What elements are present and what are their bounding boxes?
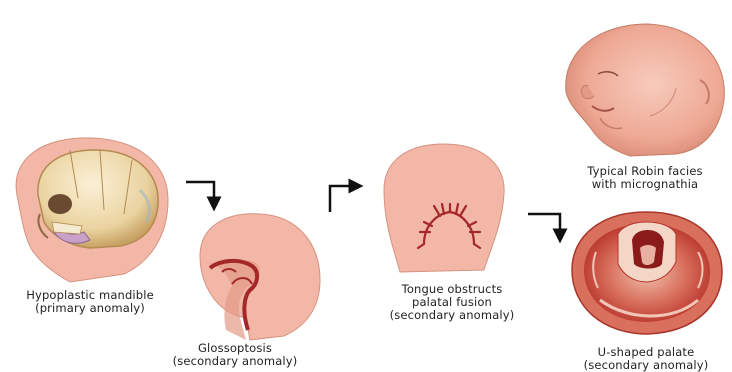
curved-arrow-icon (528, 214, 560, 236)
caption-line: with micrognathia (560, 178, 730, 191)
caption-line: (secondary anomaly) (560, 359, 732, 372)
head-back-icon (384, 144, 504, 272)
caption-robin-facies: Typical Robin facies with micrognathia (560, 165, 730, 191)
caption-hypoplastic-mandible: Hypoplastic mandible (primary anomaly) (0, 289, 180, 315)
head-profile-icon (200, 214, 320, 340)
open-mouth-icon (572, 212, 722, 334)
caption-tongue-obstructs: Tongue obstructs palatal fusion (seconda… (372, 283, 532, 322)
caption-line: (primary anomaly) (0, 302, 180, 315)
caption-line: (secondary anomaly) (160, 355, 310, 368)
infant-face-icon (566, 24, 725, 156)
skull-icon (16, 138, 168, 282)
caption-u-shaped-palate: U-shaped palate (secondary anomaly) (560, 346, 732, 372)
curved-arrow-icon (186, 182, 214, 204)
caption-line: (secondary anomaly) (372, 309, 532, 322)
curved-arrow-icon (330, 186, 356, 212)
caption-glossoptosis: Glossoptosis (secondary anomaly) (160, 342, 310, 368)
